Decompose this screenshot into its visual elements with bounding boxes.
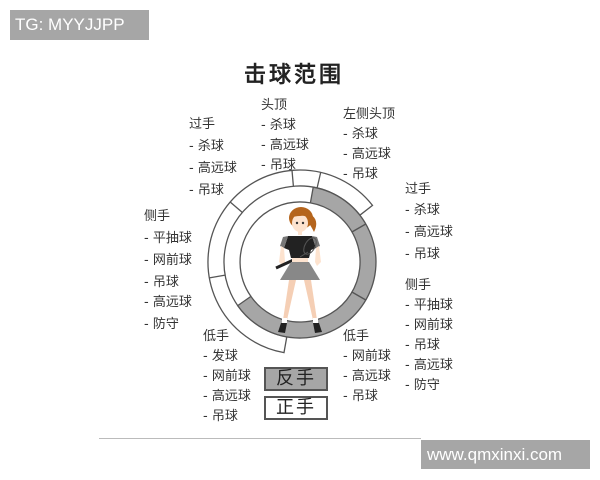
shot-item: 网前球 <box>203 367 251 387</box>
watermark-top-left: TG: MYYJJPP <box>10 10 149 40</box>
group-side-left: 侧手 平抽球 网前球 吊球 高远球 防守 <box>144 207 192 335</box>
group-heading: 左侧头顶 <box>343 107 396 122</box>
group-left-overhead: 左侧头顶 杀球 高远球 吊球 <box>343 105 395 185</box>
legend-forehand: 正手 <box>264 396 328 420</box>
shot-item: 高远球 <box>189 159 237 179</box>
player-illustration <box>275 207 322 333</box>
shot-item: 发球 <box>203 347 251 367</box>
shot-item: 网前球 <box>144 251 192 271</box>
shot-item: 高远球 <box>405 356 453 376</box>
backhand-band <box>236 186 377 339</box>
group-overhead-top: 头顶 杀球 高远球 吊球 <box>261 96 309 176</box>
shot-item: 杀球 <box>405 201 453 221</box>
shot-item: 平抽球 <box>144 229 192 249</box>
group-heading: 侧手 <box>405 278 432 293</box>
shot-item: 平抽球 <box>405 296 453 316</box>
diagram-title: 击球范围 <box>244 63 345 88</box>
shot-item: 吊球 <box>144 273 192 293</box>
shot-item: 吊球 <box>405 245 453 265</box>
watermark-bottom-right: www.qmxinxi.com <box>421 440 590 469</box>
group-low-right: 低手 网前球 高远球 吊球 <box>343 327 391 407</box>
group-heading: 过手 <box>405 182 432 197</box>
group-side-right: 侧手 平抽球 网前球 吊球 高远球 防守 <box>405 276 453 396</box>
shot-item: 高远球 <box>261 136 309 156</box>
shot-item: 吊球 <box>405 336 453 356</box>
shot-item: 高远球 <box>343 145 395 165</box>
shot-item: 杀球 <box>261 116 309 136</box>
shot-item: 吊球 <box>261 156 309 176</box>
shot-item: 防守 <box>144 315 192 335</box>
group-overhead-right: 过手 杀球 高远球 吊球 <box>405 180 453 265</box>
group-heading: 低手 <box>343 329 370 344</box>
group-heading: 侧手 <box>144 209 171 224</box>
shot-item: 吊球 <box>203 407 251 427</box>
group-heading: 低手 <box>203 329 230 344</box>
shot-item: 高远球 <box>144 293 192 313</box>
shot-item: 吊球 <box>343 387 391 407</box>
shot-item: 防守 <box>405 376 453 396</box>
shot-item: 网前球 <box>343 347 391 367</box>
group-low-left: 低手 发球 网前球 高远球 吊球 <box>203 327 251 427</box>
shot-item: 杀球 <box>189 137 237 157</box>
shot-item: 高远球 <box>343 367 391 387</box>
divider-line <box>99 438 421 439</box>
group-heading: 过手 <box>189 117 216 132</box>
shot-item: 网前球 <box>405 316 453 336</box>
shot-item: 吊球 <box>189 181 237 201</box>
group-overhead-left: 过手 杀球 高远球 吊球 <box>189 115 237 201</box>
shot-item: 高远球 <box>405 223 453 243</box>
shot-item: 高远球 <box>203 387 251 407</box>
group-heading: 头顶 <box>261 98 288 113</box>
shot-item: 吊球 <box>343 165 395 185</box>
legend-backhand: 反手 <box>264 367 328 391</box>
shot-item: 杀球 <box>343 125 395 145</box>
